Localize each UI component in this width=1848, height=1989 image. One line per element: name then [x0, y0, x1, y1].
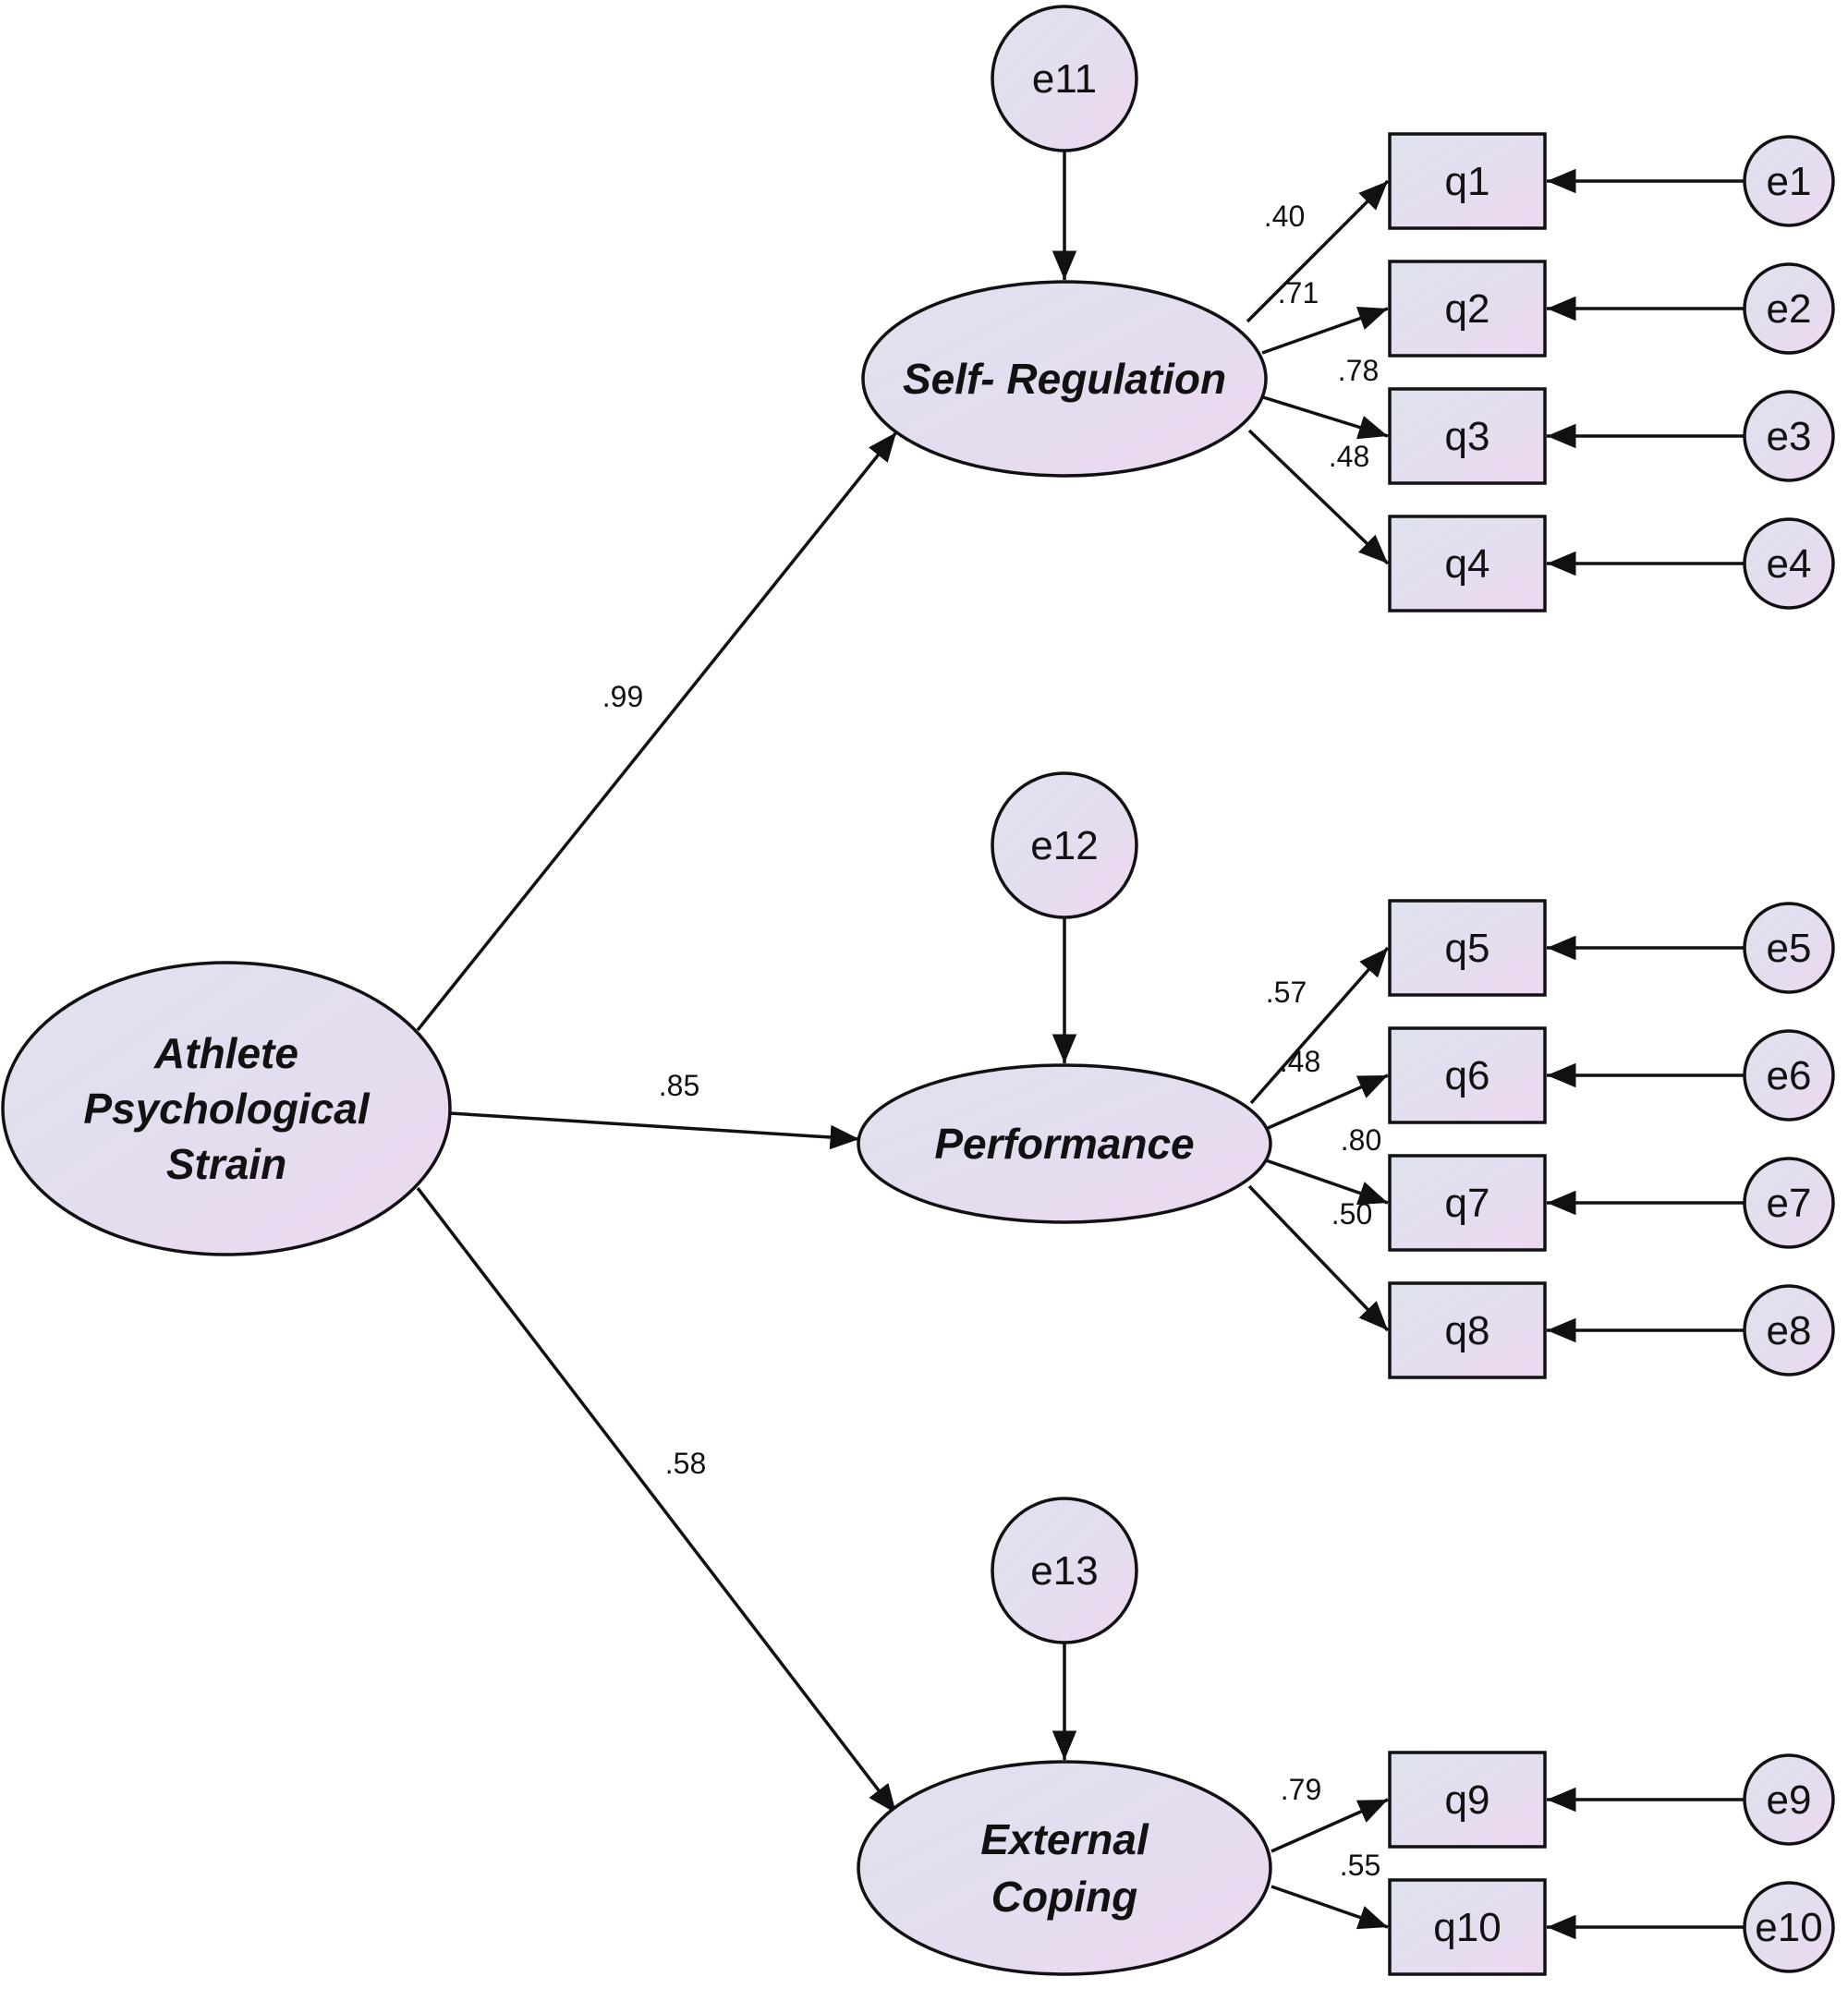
indicator-label-q10: q10 [1433, 1905, 1501, 1950]
loading-value-q6: .48 [1280, 1045, 1320, 1078]
error-label-e9: e9 [1767, 1777, 1812, 1823]
disturbance-e13 [991, 1497, 1138, 1644]
loading-value-q2: .71 [1278, 276, 1319, 309]
path-arrow-aps-ec [416, 1186, 898, 1815]
error-e7 [1743, 1157, 1835, 1249]
disturbance-e12 [991, 771, 1138, 919]
latent-aps [1, 961, 452, 1256]
error-label-e2: e2 [1767, 286, 1812, 332]
loading-value-q1: .40 [1264, 200, 1305, 233]
error-e1 [1743, 135, 1835, 227]
indicator-label-q9: q9 [1445, 1777, 1490, 1823]
path-arrow-aps-sr [416, 431, 898, 1032]
loading-arrow-q3 [1262, 395, 1389, 440]
latent-label-perf: Performance [934, 1120, 1194, 1168]
loading-arrow-q2 [1261, 307, 1389, 355]
loading-arrow-q6 [1265, 1073, 1389, 1131]
indicator-label-q2: q2 [1445, 286, 1490, 332]
loading-value-q5: .57 [1266, 976, 1307, 1009]
indicator-label-q7: q7 [1445, 1181, 1490, 1226]
indicator-q8 [1388, 1281, 1547, 1379]
indicator-q4 [1388, 515, 1547, 612]
loading-arrow-q7 [1265, 1158, 1389, 1206]
indicator-label-q4: q4 [1445, 541, 1490, 587]
loading-arrow-q1 [1246, 179, 1390, 323]
path-coefficient-sr: .99 [602, 680, 643, 713]
disturbance-label-e13: e13 [1030, 1548, 1098, 1594]
error-label-e6: e6 [1767, 1053, 1812, 1098]
error-e3 [1743, 390, 1835, 482]
indicator-label-q1: q1 [1445, 159, 1490, 204]
loading-arrow-q4 [1247, 429, 1390, 565]
loading-arrow-q8 [1247, 1184, 1390, 1332]
loading-arrow-q5 [1249, 946, 1390, 1105]
indicator-label-q5: q5 [1445, 926, 1490, 971]
indicator-q3 [1388, 387, 1547, 485]
error-label-e4: e4 [1767, 541, 1812, 587]
indicator-label-q8: q8 [1445, 1308, 1490, 1353]
latent-ec [857, 1760, 1272, 1976]
loading-value-q7: .80 [1341, 1123, 1381, 1157]
loading-arrow-q9 [1270, 1798, 1389, 1853]
latent-label-sr: Self- Regulation [903, 355, 1226, 403]
indicator-label-q6: q6 [1445, 1053, 1490, 1098]
indicator-q9 [1388, 1751, 1547, 1849]
error-e5 [1743, 902, 1835, 994]
error-label-e7: e7 [1767, 1181, 1812, 1226]
disturbance-label-e12: e12 [1030, 823, 1098, 868]
path-coefficient-perf: .85 [659, 1069, 699, 1102]
indicator-q1 [1388, 132, 1547, 230]
error-e2 [1743, 262, 1835, 355]
indicator-q2 [1388, 260, 1547, 358]
disturbance-label-e11: e11 [1032, 56, 1097, 102]
loading-value-q9: .79 [1281, 1773, 1321, 1806]
loading-value-q4: .48 [1329, 440, 1369, 473]
error-label-e1: e1 [1767, 159, 1812, 204]
indicator-q5 [1388, 899, 1547, 997]
latent-sr [861, 280, 1268, 478]
loading-value-q3: .78 [1338, 354, 1379, 387]
disturbance-e11 [991, 5, 1138, 152]
error-label-e8: e8 [1767, 1308, 1812, 1353]
error-e10 [1743, 1881, 1835, 1973]
error-label-e5: e5 [1767, 926, 1812, 971]
loading-value-q8: .50 [1331, 1197, 1372, 1231]
error-label-e10: e10 [1755, 1905, 1822, 1950]
path-coefficient-ec: .58 [665, 1447, 706, 1480]
latent-perf [857, 1063, 1272, 1224]
indicator-q10 [1388, 1878, 1547, 1976]
path-arrow-aps-perf [449, 1111, 860, 1150]
indicator-q7 [1388, 1154, 1547, 1252]
error-e8 [1743, 1284, 1835, 1377]
error-label-e3: e3 [1767, 414, 1812, 459]
error-e6 [1743, 1029, 1835, 1122]
error-e9 [1743, 1753, 1835, 1846]
loading-value-q10: .55 [1340, 1849, 1380, 1882]
loading-arrow-q10 [1270, 1885, 1389, 1930]
error-e4 [1743, 517, 1835, 610]
indicator-q6 [1388, 1026, 1547, 1124]
indicator-label-q3: q3 [1445, 414, 1490, 459]
